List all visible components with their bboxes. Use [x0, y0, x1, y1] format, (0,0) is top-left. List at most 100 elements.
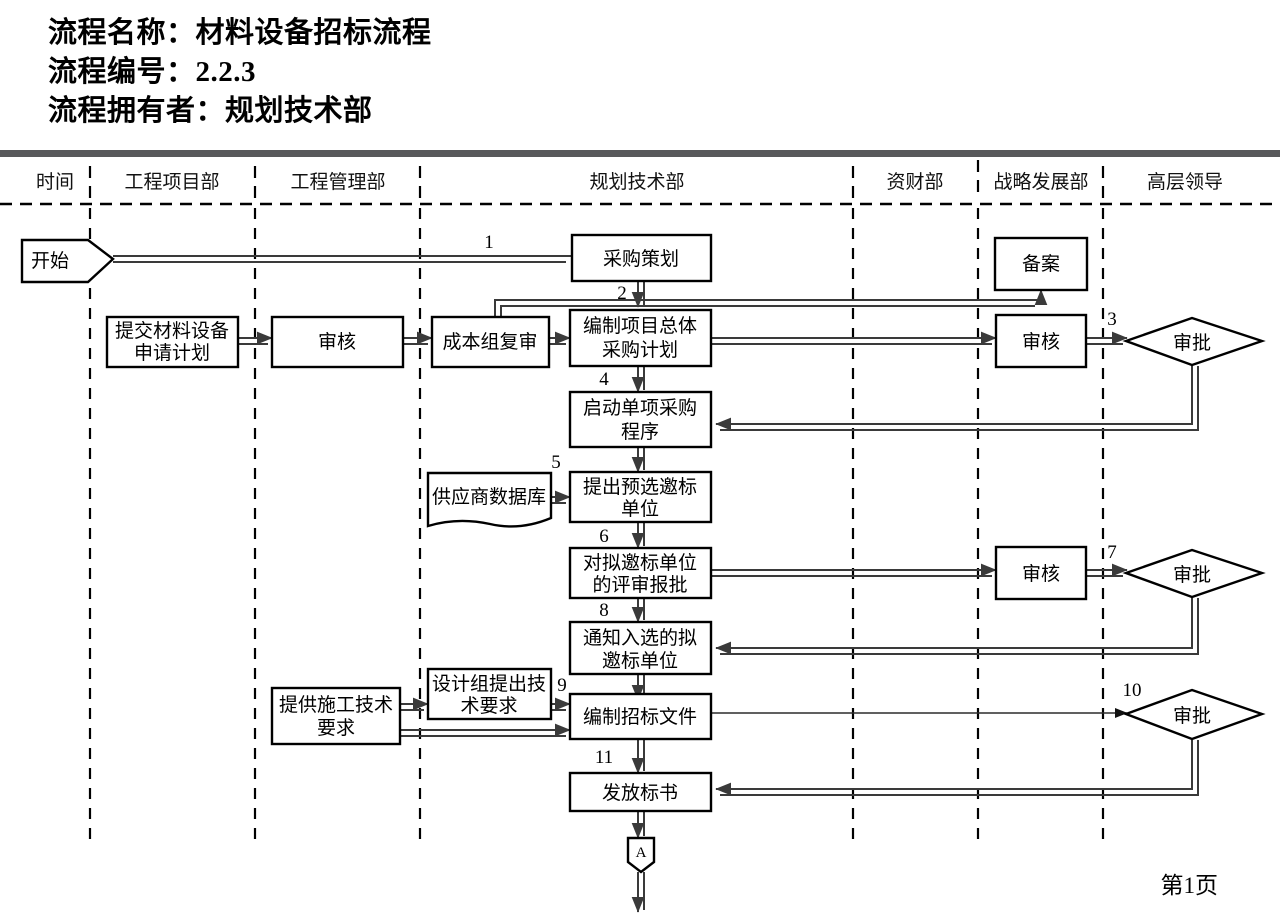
edge-review3-to-approve2	[1086, 563, 1128, 577]
node-supplier-db[interactable]: 供应商数据库	[426, 471, 553, 528]
node-approve2[interactable]: 审批	[1122, 548, 1266, 599]
node-provide-tech[interactable]: 提供施工技术 要求	[270, 686, 402, 746]
edge-provide-tech-to-make-doc	[400, 723, 571, 737]
node-start-single[interactable]: 启动单项采购 程序	[568, 390, 713, 449]
process-header: 流程名称：材料设备招标流程 流程编号：2.2.3 流程拥有者：规划技术部	[48, 14, 948, 131]
node-purchase-plan-label: 采购策划	[603, 248, 679, 270]
node-review3-label: 审核	[1022, 563, 1060, 585]
node-propose-bid[interactable]: 提出预选邀标 单位	[568, 470, 713, 524]
edge-approve3-to-issue-doc	[715, 740, 1199, 796]
node-eval-report-line2: 的评审报批	[592, 574, 687, 596]
lane-header-dividers	[88, 160, 1105, 200]
node-offpage-connector-a[interactable]: A	[626, 836, 656, 874]
step-number-8: 8	[599, 600, 609, 621]
node-start-label: 开始	[31, 250, 69, 272]
node-submit-apply-line2: 申请计划	[134, 342, 210, 364]
lane-header-row: 时间 工程项目部 工程管理部 规划技术部 资财部 战略发展部 高层领导	[36, 171, 1223, 193]
edge-purchase-plan-to-total-plan	[631, 281, 645, 308]
edge-review1-to-cost-recheck	[403, 331, 433, 345]
step-number-6: 6	[599, 526, 609, 547]
step-number-7: 7	[1107, 542, 1117, 563]
edge-total-plan-to-start-single	[631, 366, 645, 393]
process-owner-line: 流程拥有者：规划技术部	[48, 95, 373, 127]
node-submit-apply-line1: 提交材料设备	[115, 320, 229, 342]
step-number-1: 1	[484, 232, 494, 253]
edge-cost-recheck-to-total-plan	[549, 331, 571, 345]
node-notify-sel[interactable]: 通知入选的拟 邀标单位	[568, 620, 713, 676]
node-cost-recheck-label: 成本组复审	[442, 331, 537, 353]
node-provide-tech-line1: 提供施工技术	[279, 694, 393, 716]
node-start-single-line1: 启动单项采购	[583, 397, 697, 419]
node-design-tech-line1: 设计组提出技	[432, 673, 546, 695]
node-eval-report[interactable]: 对拟邀标单位 的评审报批	[568, 546, 713, 600]
edge-approve2-to-notify	[715, 598, 1199, 655]
node-submit-apply[interactable]: 提交材料设备 申请计划	[105, 315, 240, 369]
step-number-9: 9	[557, 675, 567, 696]
node-design-tech-line2: 术要求	[460, 695, 517, 717]
node-issue-doc-label: 发放标书	[602, 782, 678, 804]
lane-label-proj: 工程项目部	[124, 171, 219, 193]
edge-issue-doc-to-offpage	[631, 810, 645, 839]
process-name-line: 流程名称：材料设备招标流程	[48, 17, 432, 49]
lane-label-exec: 高层领导	[1147, 171, 1223, 193]
edge-design-tech-to-make-doc	[551, 697, 571, 711]
edge-make-doc-to-issue-doc	[631, 739, 645, 774]
lane-label-plan: 规划技术部	[589, 171, 684, 193]
lane-label-strategy: 战略发展部	[993, 171, 1088, 193]
edge-propose-bid-to-eval-report	[631, 522, 645, 549]
edge-offpage-continuation	[631, 872, 645, 913]
node-provide-tech-line2: 要求	[317, 717, 355, 739]
node-eval-report-line1: 对拟邀标单位	[583, 552, 697, 574]
step-number-2: 2	[617, 283, 627, 304]
node-issue-doc[interactable]: 发放标书	[568, 771, 713, 813]
node-notify-sel-line1: 通知入选的拟	[583, 627, 697, 649]
node-cost-recheck[interactable]: 成本组复审	[430, 315, 551, 369]
node-approve2-label: 审批	[1173, 564, 1211, 586]
lane-label-mgmt: 工程管理部	[290, 171, 385, 193]
edge-start-to-purchase-plan	[113, 255, 572, 263]
node-make-doc[interactable]: 编制招标文件	[568, 692, 713, 741]
lane-label-finance: 资财部	[886, 171, 943, 193]
node-propose-bid-line2: 单位	[621, 498, 659, 520]
node-design-tech[interactable]: 设计组提出技 术要求	[426, 667, 553, 721]
node-start-single-line2: 程序	[621, 421, 659, 443]
node-review3[interactable]: 审核	[994, 545, 1088, 601]
node-review2[interactable]: 审核	[994, 313, 1088, 369]
node-approve3-label: 审批	[1173, 705, 1211, 727]
node-purchase-plan[interactable]: 采购策划	[570, 233, 713, 283]
node-approve1[interactable]: 审批	[1122, 316, 1266, 367]
node-record-label: 备案	[1022, 253, 1060, 275]
lane-dividers	[88, 208, 1105, 840]
edge-review2-to-approve1	[1086, 331, 1128, 345]
edge-start-single-to-propose-bid	[631, 447, 645, 473]
node-propose-bid-line1: 提出预选邀标	[583, 476, 697, 498]
edge-total-plan-to-review2	[711, 331, 997, 345]
node-approve3[interactable]: 审批	[1122, 688, 1266, 741]
step-number-11: 11	[595, 747, 613, 768]
page-number-label: 第1页	[1160, 873, 1219, 898]
node-review2-label: 审核	[1022, 331, 1060, 353]
process-number-line: 流程编号：2.2.3	[48, 56, 257, 88]
node-make-doc-label: 编制招标文件	[583, 706, 697, 728]
node-start[interactable]: 开始	[20, 238, 115, 284]
edge-submit-to-review1	[238, 331, 273, 345]
edge-provide-tech-to-design-tech	[400, 697, 429, 711]
step-number-3: 3	[1107, 309, 1117, 330]
node-total-plan-line2: 采购计划	[602, 339, 678, 361]
edge-cost-recheck-to-record	[494, 289, 1048, 318]
node-total-plan[interactable]: 编制项目总体 采购计划	[568, 308, 713, 368]
step-number-5: 5	[551, 452, 561, 473]
node-record[interactable]: 备案	[993, 236, 1089, 292]
node-review1[interactable]: 审核	[270, 315, 405, 369]
step-number-10: 10	[1123, 680, 1142, 701]
edge-approve1-to-start-single	[715, 366, 1199, 431]
edge-supplier-db-to-propose-bid	[551, 490, 571, 504]
lane-label-time: 时间	[36, 171, 74, 193]
header-divider-bar	[0, 150, 1280, 157]
node-approve1-label: 审批	[1173, 332, 1211, 354]
node-offpage-a-label: A	[636, 845, 647, 861]
edge-eval-report-to-review3	[711, 563, 997, 577]
node-notify-sel-line2: 邀标单位	[602, 650, 678, 672]
node-total-plan-line1: 编制项目总体	[583, 315, 697, 337]
